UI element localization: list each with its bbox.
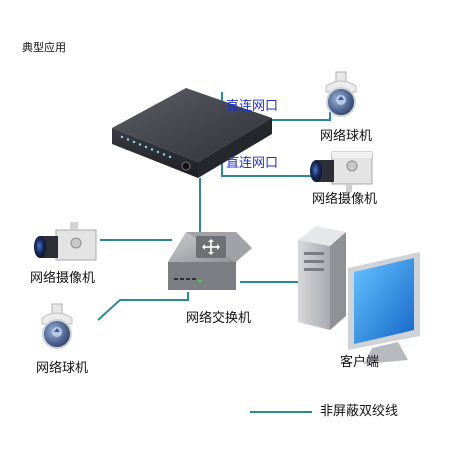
page-title: 典型应用 [22,41,66,54]
pc-tower-icon [298,226,346,330]
box-camera-left-icon [34,222,97,261]
box-camera-top-icon [310,151,373,192]
switch-label: 网络交换机 [186,311,252,326]
box-camera-left-label: 网络摄像机 [30,271,96,286]
direct-port-label-2: 直连网口 [226,156,279,171]
network-switch-icon [168,232,252,290]
client-label: 客户端 [340,355,380,370]
nvr-device-icon [112,88,272,178]
box-camera-top-label: 网络摄像机 [312,192,378,207]
dome-camera-left-icon [41,303,73,349]
monitor-icon [348,252,420,364]
dome-camera-top-label: 网络球机 [320,129,373,144]
direct-port-label-1: 直连网口 [226,99,279,114]
dome-camera-left-label: 网络球机 [36,361,89,376]
legend-label: 非屏蔽双绞线 [320,404,399,419]
dome-camera-top-icon [325,71,357,117]
cable-switch-dome-left [97,292,189,321]
